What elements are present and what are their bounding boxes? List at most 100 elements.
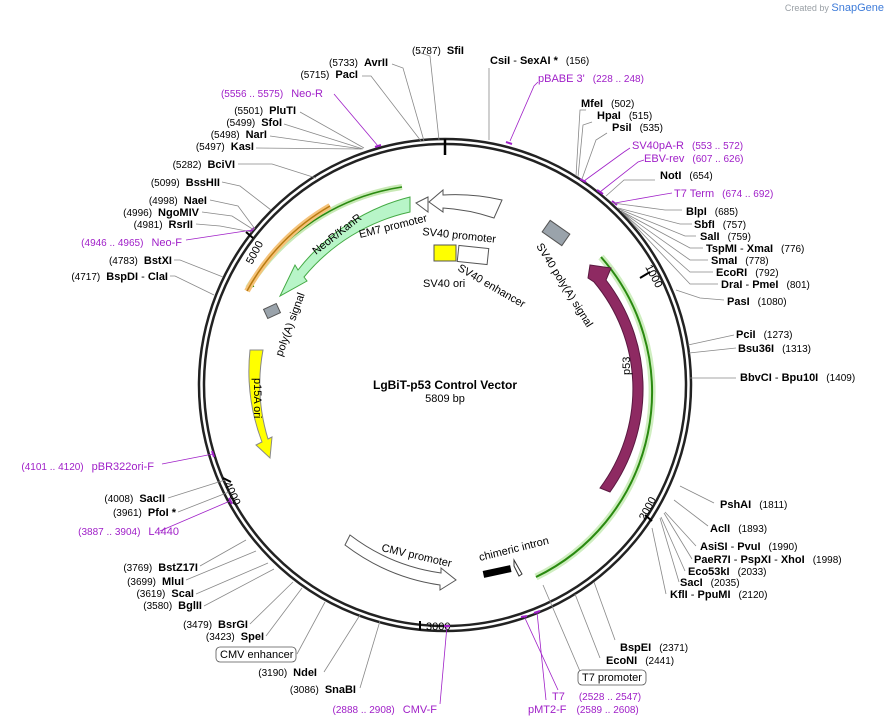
site-pfoi[interactable]: (3961)PfoI * [113,507,177,519]
leader-econi [574,593,601,659]
site-pshai-name: PshAI [720,499,751,511]
site-csii[interactable]: CsiI - SexAI *(156) [490,55,589,67]
site-sfoi[interactable]: (5499)SfoI [226,117,282,129]
leader-sfoi [283,123,364,150]
primer-pbr322ori-f[interactable]: (4101 .. 4120)pBR322ori-F [21,461,154,473]
site-drai-name: DraI [721,279,742,291]
site-bspei[interactable]: BspEI(2371) [620,642,688,654]
site-sali-name: SalI [700,231,720,243]
site-mlui-name: MluI [162,576,184,588]
site-paci[interactable]: (5715)PacI [300,69,358,81]
primer-l4440[interactable]: (3887 .. 3904)L4440 [78,526,179,538]
site-saci-name: SacI [680,577,703,589]
site-bcivi[interactable]: (5282)BciVI [173,159,235,171]
primer-sv40pa-r[interactable]: SV40pA-R(553 .. 572) [632,140,743,152]
primer-t7[interactable]: T7(2528 .. 2547) [552,691,641,703]
primer-pmt2-f[interactable]: pMT2-F(2589 .. 2608) [528,704,639,716]
site-tspmi[interactable]: TspMI - XmaI(776) [706,243,804,255]
site-bsshii-pos: (5099) [151,178,180,189]
site-kfli[interactable]: KflI - PpuMI(2120) [670,589,767,601]
site-blpi-name: BlpI [686,206,707,218]
leader-hpai [577,121,593,178]
site-hpai[interactable]: HpaI(515) [597,110,652,122]
site-sali[interactable]: SalI(759) [700,231,751,243]
site-naei[interactable]: (4998)NaeI [149,195,207,207]
site-spei-name: SpeI [241,631,264,643]
site-bsu36i[interactable]: Bsu36I(1313) [738,343,811,355]
plasmid-name: LgBiT-p53 Control Vector [373,378,517,392]
site-econi[interactable]: EcoNI(2441) [606,655,674,667]
site-kasi[interactable]: (5497)KasI [196,141,254,153]
site-sfii[interactable]: (5787)SfiI [412,45,464,57]
site-nari[interactable]: (5498)NarI [211,129,267,141]
site-scai[interactable]: (3619)ScaI [136,588,194,600]
site-asisi[interactable]: AsiSI - PvuI(1990) [700,541,797,553]
site-bglii[interactable]: (3580)BglII [143,600,202,612]
primer-leader-neor [333,93,379,147]
site-bsrgi[interactable]: (3479)BsrGI [183,619,248,631]
site-sbfi[interactable]: SbfI(757) [694,219,746,231]
site-psii-name: PsiI [612,122,632,134]
primer-leader-t7term [614,192,673,204]
primer-pbabe[interactable]: pBABE 3'(228 .. 248) [538,73,644,85]
site-noti[interactable]: NotI(654) [660,170,713,182]
primer-ebv-rev-range: (607 .. 626) [692,154,743,165]
primer-neo-r[interactable]: (5556 .. 5575)Neo-R [221,88,323,100]
site-psii[interactable]: PsiI (535) [612,122,663,134]
site-kfli-name: KflI [670,589,688,601]
site-pmei-name: PmeI [752,279,778,291]
tick-1000 [639,271,651,279]
site-spei[interactable]: (3423)SpeI [206,631,264,643]
site-rsrii[interactable]: (4981)RsrII [134,219,193,231]
site-bbvci[interactable]: BbvCI - Bpu10I(1409) [740,372,855,384]
site-eco53ki[interactable]: Eco53kI(2033) [688,566,767,578]
site-saci[interactable]: SacI(2035) [680,577,740,589]
sv40-polya-box [541,219,571,247]
leader-drai [622,212,718,285]
site-drai[interactable]: DraI - PmeI(801) [721,279,810,291]
site-ecori[interactable]: EcoRI(792) [716,267,779,279]
primer-t7-term[interactable]: T7 Term(674 .. 692) [674,188,773,200]
site-acli[interactable]: AclI(1893) [710,523,767,535]
site-sacii[interactable]: (4008)SacII [104,493,165,505]
site-snabi[interactable]: (3086)SnaBI [290,684,356,696]
plasmid-size: 5809 bp [425,393,465,405]
primer-t7-name: T7 [552,691,565,703]
site-mfei[interactable]: MfeI(502) [581,98,634,110]
leader-spei [265,587,303,637]
site-paer7i[interactable]: PaeR7I - PspXI - XhoI(1998) [694,554,842,566]
site-psii-pos: (535) [640,123,663,134]
t7-promoter-label[interactable]: T7 promoter [582,672,642,684]
tick-2000 [644,514,653,522]
site-blpi-pos: (685) [715,207,738,218]
sv40-polya-label: SV40 poly(A) signal [533,241,594,329]
primer-neo-f[interactable]: (4946 .. 4965)Neo-F [81,237,182,249]
site-bstz17i[interactable]: (3769)BstZ17I [123,562,198,574]
site-bsshii[interactable]: (5099)BssHII [151,177,220,189]
site-bstxi[interactable]: (4783)BstXI [109,255,172,267]
site-blpi[interactable]: BlpI (685) [686,206,738,218]
leader-cmvenh [296,601,326,655]
p53-arrow [587,264,644,493]
leader-paer7i [663,512,693,560]
site-mlui[interactable]: (3699)MluI [127,576,184,588]
leader-tspmi [620,210,703,249]
site-ndei-name: NdeI [293,667,317,679]
site-pshai[interactable]: PshAI(1811) [720,499,787,511]
site-pasi[interactable]: PasI(1080) [727,296,787,308]
site-pcii[interactable]: PciI(1273) [736,329,792,341]
em7-promoter-arrow [415,196,429,213]
site-ndei[interactable]: (3190)NdeI [258,667,317,679]
leader-smai [620,210,708,261]
leader-scai [195,562,269,595]
leader-t7prom [542,584,583,677]
site-bspdi[interactable]: (4717)BspDI - ClaI [71,271,168,283]
site-ngomiv[interactable]: (4996)NgoMIV [123,207,200,219]
site-smai[interactable]: SmaI(778) [711,255,769,267]
primer-cmv-f[interactable]: (2888 .. 2908)CMV-F [333,704,438,716]
cmv-enhancer-label[interactable]: CMV enhancer [220,649,294,661]
site-pluti[interactable]: (5501)PluTI [234,105,296,117]
primer-ebv-rev[interactable]: EBV-rev(607 .. 626) [644,153,744,165]
site-avrii[interactable]: (5733)AvrII [329,57,388,69]
